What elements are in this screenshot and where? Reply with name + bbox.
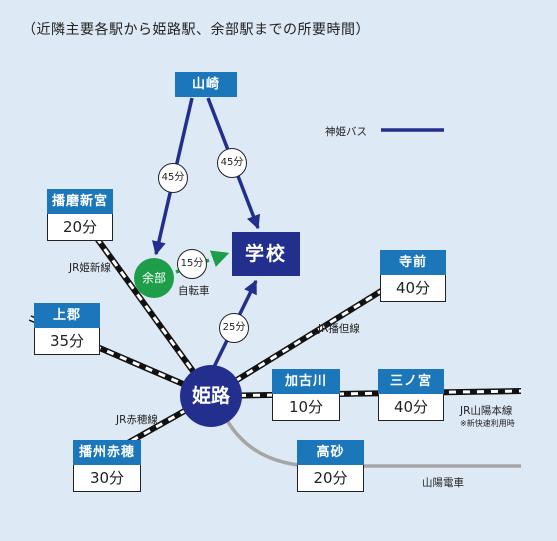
station-harima-shingu: 播磨新宮 20分 bbox=[47, 189, 113, 241]
travel-time: 20分 bbox=[297, 465, 364, 492]
station-name: 播州赤穂 bbox=[73, 440, 141, 465]
station-name: 加古川 bbox=[272, 369, 340, 394]
line-label-sanyo: JR山陽本線 bbox=[460, 405, 513, 417]
page-title: （近隣主要各駅から姫路駅、余部駅までの所要時間） bbox=[22, 22, 370, 38]
travel-time: 35分 bbox=[34, 328, 100, 355]
travel-time: 40分 bbox=[378, 394, 444, 421]
time-badge-yamasaki-yobe: 45分 bbox=[158, 163, 188, 193]
station-teramae: 寺前 40分 bbox=[380, 250, 446, 302]
station-banshu-ako: 播州赤穂 30分 bbox=[73, 440, 141, 492]
time-badge-bicycle: 15分 bbox=[177, 249, 207, 279]
station-yamasaki: 山崎 bbox=[175, 72, 237, 97]
line-label-kishin: JR姫新線 bbox=[69, 262, 111, 274]
time-badge-yamasaki-school: 45分 bbox=[217, 148, 247, 178]
station-name: 寺前 bbox=[380, 250, 446, 275]
time-badge-himeji-school: 25分 bbox=[219, 313, 249, 343]
station-name: 山崎 bbox=[175, 72, 237, 97]
line-label-sanyo-dentetsu: 山陽電車 bbox=[422, 477, 464, 489]
station-takasago: 高砂 20分 bbox=[297, 440, 364, 492]
station-name: 播磨新宮 bbox=[47, 189, 113, 214]
bicycle-label: 自転車 bbox=[178, 285, 210, 297]
line-label-bantan: JR播但線 bbox=[318, 323, 360, 335]
jr-bantan-line bbox=[209, 269, 414, 399]
jr-kishin-line bbox=[77, 213, 214, 398]
station-kakogawa: 加古川 10分 bbox=[272, 369, 340, 421]
station-kamigori: 上郡 35分 bbox=[34, 303, 100, 355]
travel-time: 30分 bbox=[73, 465, 141, 492]
station-name: 三ノ宮 bbox=[378, 369, 444, 394]
travel-time: 10分 bbox=[272, 394, 340, 421]
himeji-hub: 姫路 bbox=[180, 365, 242, 427]
travel-time: 40分 bbox=[380, 275, 446, 302]
line-note-sanyo: ※新快速利用時 bbox=[460, 419, 515, 428]
school-box: 学校 bbox=[232, 232, 300, 276]
travel-time: 20分 bbox=[47, 214, 113, 241]
station-name: 高砂 bbox=[297, 440, 364, 465]
line-label-ako: JR赤穂線 bbox=[116, 414, 158, 426]
station-sannomiya: 三ノ宮 40分 bbox=[378, 369, 444, 421]
legend-label: 神姫バス bbox=[325, 126, 367, 138]
station-name: 上郡 bbox=[34, 303, 100, 328]
yobe-hub: 余部 bbox=[134, 258, 174, 298]
